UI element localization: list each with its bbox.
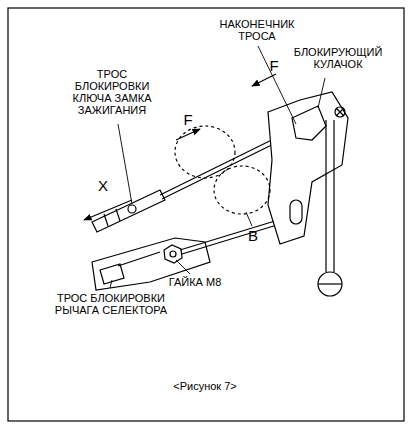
force-label: F [182,112,194,128]
direction-label: X [96,178,110,194]
part-label: ТРОС БЛОКИРОВКИ КЛЮЧА ЗАМКА ЗАЖИГАНИЯ [70,68,154,116]
figure-caption: <Рисунок 7> [130,380,280,392]
region-label: B [246,228,260,244]
part-label: БЛОКИРУЮЩИЙ КУЛАЧОК [290,46,386,70]
part-label: ТРОС БЛОКИРОВКИ РЫЧАГА СЕЛЕКТОРА [52,292,170,316]
part-label: НАКОНЕЧНИК ТРОСА [212,18,302,42]
force-label: F [268,58,280,74]
part-label: ГАЙКА М8 [160,276,230,288]
